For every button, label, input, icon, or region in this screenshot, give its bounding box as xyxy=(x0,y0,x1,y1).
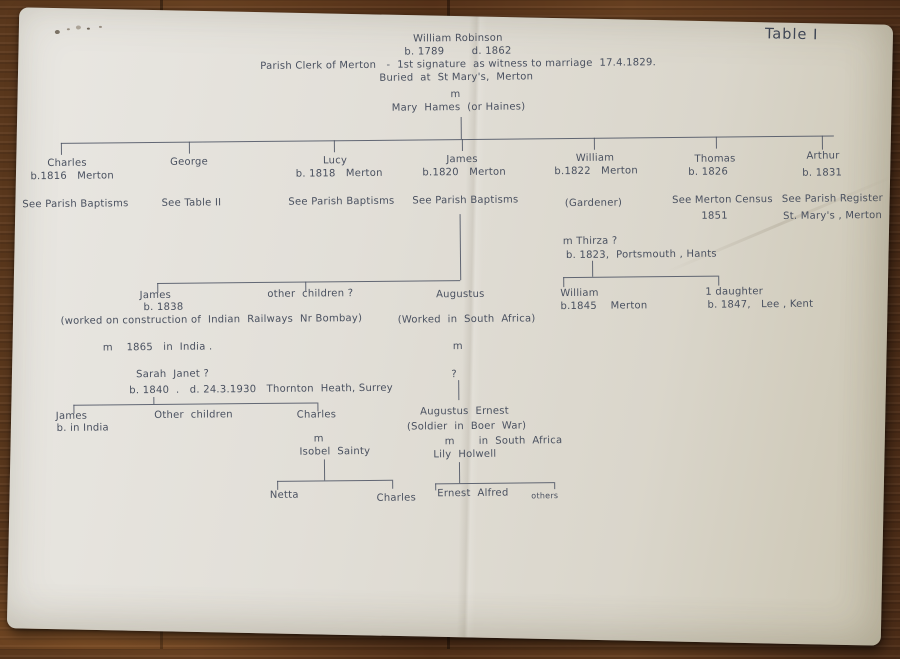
gen1-arthur-note2: St. Mary's , Merton xyxy=(783,210,883,222)
charles2-married-mark: m xyxy=(313,433,324,445)
gen1-thomas-name: Thomas xyxy=(694,153,736,165)
gen1-william-note: (Gardener) xyxy=(564,197,623,210)
root-spouse-name: Mary Hames (or Haines) xyxy=(391,101,526,114)
augustus-note: (Worked in South Africa) xyxy=(397,313,536,326)
william1845-name: William xyxy=(560,287,599,300)
connector-tick-arthur xyxy=(821,135,823,150)
connector-william-descent xyxy=(592,260,594,277)
connector-ernest-children-bar xyxy=(435,482,555,485)
gen1-lucy-name: Lucy xyxy=(322,155,348,167)
sarah-janet-dates: b. 1840 . d. 24.3.1930 Thornton Heath, S… xyxy=(129,382,393,397)
gen1-thomas-birth: b. 1826 xyxy=(688,166,729,178)
other-children2-label: Other children xyxy=(154,409,233,422)
other-children-label: other children ? xyxy=(267,288,354,300)
root-burial: Buried at St Mary's, Merton xyxy=(379,71,534,84)
connector-james1838-children-bar xyxy=(73,402,318,406)
root-dates: b. 1789 d. 1862 xyxy=(404,45,512,58)
gen1-thomas-note2: 1851 xyxy=(701,210,728,222)
william1845-birth: b.1845 Merton xyxy=(560,300,648,313)
william-spouse-birth: b. 1823, Portsmouth , Hants xyxy=(565,248,717,262)
gen1-arthur-birth: b. 1831 xyxy=(802,167,843,179)
gen1-george-note: See Table II xyxy=(161,197,222,209)
connector-william-children-bar xyxy=(563,275,719,279)
connector-charles2-descent xyxy=(323,459,326,481)
james1838-birth: b. 1838 xyxy=(143,301,184,314)
gen1-william-birth: b.1822 Merton xyxy=(554,165,638,178)
charles2-name: Charles xyxy=(296,409,337,421)
connector-tick-william xyxy=(593,137,595,150)
augustus-name: Augustus xyxy=(436,288,485,301)
root-occupation: Parish Clerk of Merton - 1st signature a… xyxy=(260,57,657,72)
gen1-charles-note: See Parish Baptisms xyxy=(22,198,129,211)
william-marriage: m Thirza ? xyxy=(562,235,618,248)
connector-augustus-descent xyxy=(458,380,460,401)
charles3-name: Charles xyxy=(376,492,417,504)
connector-tick-james xyxy=(461,139,463,152)
james1838-note: (worked on construction of Indian Railwa… xyxy=(60,313,363,327)
connector-augustus-ernest-descent xyxy=(458,462,461,484)
family-tree-diagram: William Robinson b. 1789 d. 1862 Parish … xyxy=(16,12,896,641)
connector-tick-charles3 xyxy=(392,479,394,489)
others-label: others xyxy=(531,491,559,501)
connector-tick-ernest-alfred xyxy=(435,483,437,491)
augustus-ernest-note: (Soldier in Boer War) xyxy=(406,420,527,433)
gen1-arthur-name: Arthur xyxy=(806,150,840,162)
lily-holwell-name: Lily Holwell xyxy=(433,448,497,461)
augustus-ernest-marriage: m in South Africa xyxy=(444,435,563,448)
connector-root-descent xyxy=(460,117,462,140)
augustus-married-mark: m xyxy=(452,341,463,353)
gen1-charles-name: Charles xyxy=(47,157,87,170)
augustus-ernest-name: Augustus Ernest xyxy=(420,405,509,418)
james1838-marriage: m 1865 in India . xyxy=(102,341,213,354)
sarah-janet-name: Sarah Janet ? xyxy=(136,368,210,381)
root-name: William Robinson xyxy=(413,32,503,45)
gen1-lucy-note: See Parish Baptisms xyxy=(288,195,395,208)
daughter-name: 1 daughter xyxy=(705,286,764,298)
connector-tick-william1845 xyxy=(563,277,565,288)
gen1-george-name: George xyxy=(170,156,209,168)
james1838-name: James xyxy=(139,289,172,302)
connector-tick-thomas xyxy=(715,136,717,149)
connector-gen1-bar xyxy=(60,135,834,144)
connector-james-children-bar xyxy=(157,280,461,284)
connector-tick-others xyxy=(554,482,556,490)
connector-tick-lucy xyxy=(333,140,335,153)
gen1-james-note: See Parish Baptisms xyxy=(412,194,519,207)
connector-tick-george xyxy=(188,141,190,154)
connector-tick-charles xyxy=(60,142,62,155)
ernest-alfred-name: Ernest Alfred xyxy=(437,487,509,500)
connector-tick-netta xyxy=(277,480,279,490)
augustus-spouse-unknown: ? xyxy=(451,369,457,381)
connector-tick-daughter xyxy=(718,275,720,286)
james-india-name: James xyxy=(55,410,88,422)
root-married-mark: m xyxy=(450,89,461,101)
gen1-charles-birth: b.1816 Merton xyxy=(30,170,115,183)
gen1-james-birth: b.1820 Merton xyxy=(422,166,506,179)
paper-sheet: Table I William Robinson b. 1789 d. 1862… xyxy=(6,7,896,646)
connector-james1838-descent xyxy=(153,397,155,405)
connector-james-descent xyxy=(459,214,462,281)
james-india-birth: b. in India xyxy=(56,422,109,434)
gen1-james-name: James xyxy=(446,153,478,166)
daughter-birth: b. 1847, Lee , Kent xyxy=(707,298,814,311)
gen1-lucy-birth: b. 1818 Merton xyxy=(295,167,383,180)
gen1-thomas-note: See Merton Census xyxy=(672,194,773,207)
gen1-william-name: William xyxy=(575,152,615,164)
isobel-sainty-name: Isobel Sainty xyxy=(299,445,371,458)
gen1-arthur-note: See Parish Register xyxy=(781,193,884,205)
netta-name: Netta xyxy=(269,489,299,501)
connector-charles2-children-bar xyxy=(277,479,393,482)
